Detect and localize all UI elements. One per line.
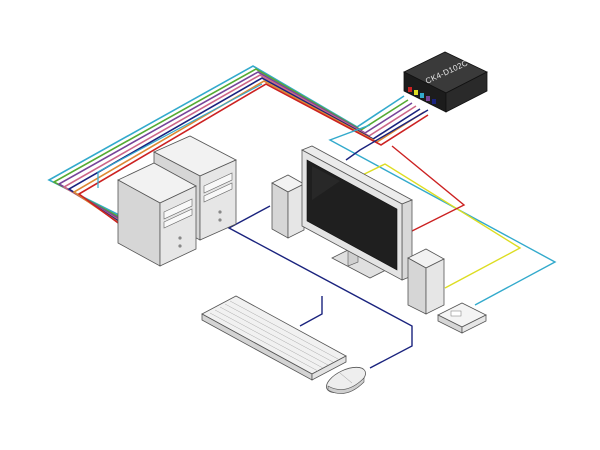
right-speaker [407,248,445,315]
device-cables [227,109,557,369]
monitor-screen [306,159,398,271]
left-speaker [271,174,305,239]
cable-blue-to-monitor [345,109,429,161]
cable-red-to-monitor [391,145,466,233]
kvm-switch-box: CK4-D102C [403,51,488,113]
keyboard [201,295,347,381]
cable-bundle [47,65,429,235]
cable-tower2-link [97,83,263,188]
cable-red-bundle [77,83,429,235]
cable-cyan-to-hub [328,124,557,306]
computer-tower-1 [117,162,197,267]
lcd-monitor [301,145,413,281]
usb-hub-device [437,302,487,334]
cable-blue-to-peripherals [227,205,413,369]
mouse [326,366,366,394]
cable-blue-keyboard [299,296,323,327]
